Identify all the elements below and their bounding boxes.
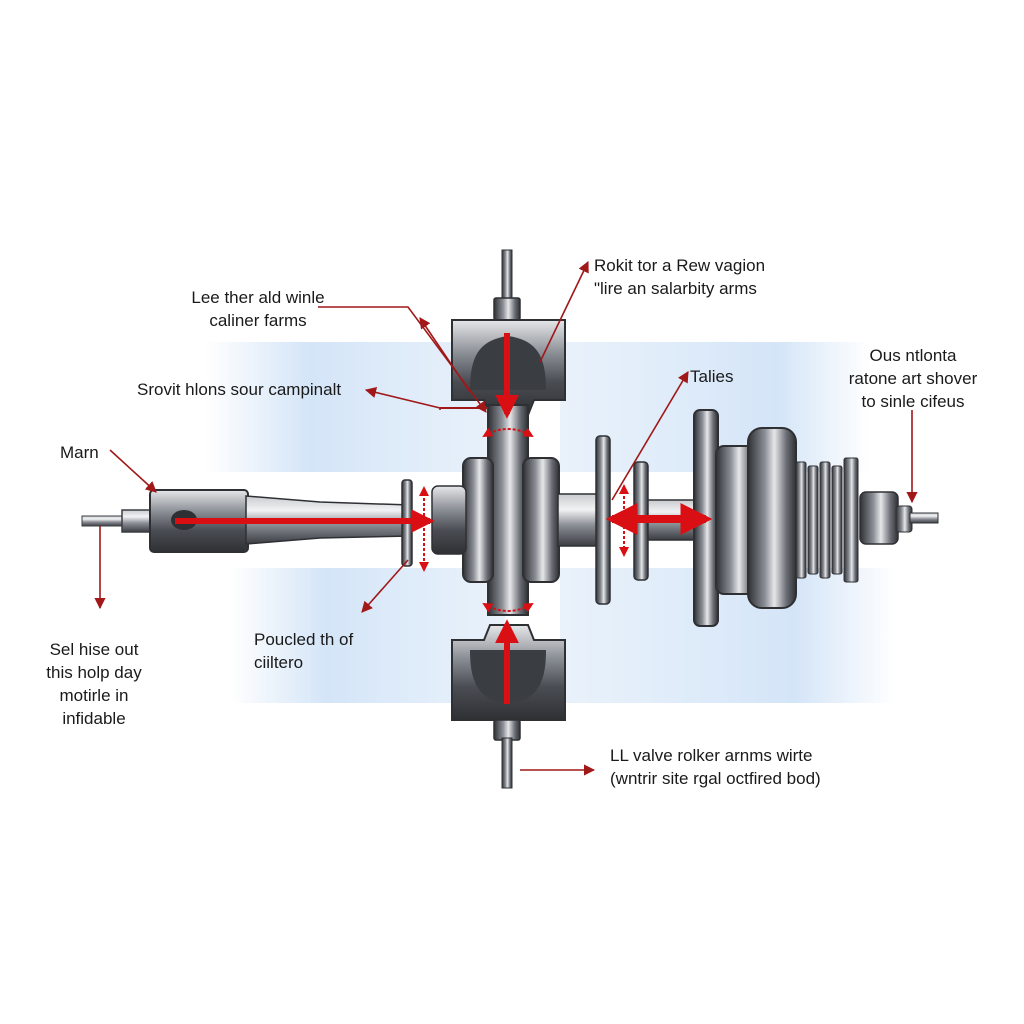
label-line: to sinle cifeus (861, 392, 965, 411)
label-line: caliner farms (209, 311, 307, 330)
bottom-nut (493, 719, 521, 741)
rocker-assembly (431, 249, 566, 789)
label-bottom-mid: Poucled th of ciiltero (254, 628, 353, 674)
label-line: infidable (62, 709, 126, 728)
label-top-left: Lee ther ald winle caliner farms (170, 286, 346, 332)
label-line: Marn (60, 443, 99, 462)
label-line: Ous ntlonta (869, 346, 957, 365)
label-line: Rokit tor a Rew vagion (594, 256, 766, 275)
label-line: Talies (690, 367, 734, 386)
leader-left (109, 449, 157, 493)
label-line: ciiltero (254, 653, 304, 672)
label-line: LL valve rolker arnms wirte (610, 746, 813, 765)
leader-lines (94, 260, 918, 776)
thread-ring (807, 465, 819, 575)
leader-top-center (539, 260, 589, 363)
right-connector-shaft (557, 493, 601, 547)
leader-bottom-mid (361, 559, 409, 613)
label-top-mid: Talies (690, 365, 733, 388)
label-line: (wntrir site rgal octfired bod) (610, 769, 821, 788)
left-shaft-collar (121, 509, 153, 533)
label-line: Sel hise out (49, 640, 139, 659)
thread-ring (843, 457, 859, 583)
label-right: Ous ntlonta ratone art shover to sinle c… (822, 344, 1004, 413)
label-line: this holp day (46, 663, 142, 682)
thread-ring (795, 461, 807, 579)
center-disc-left (462, 457, 494, 583)
label-top-center: Rokit tor a Rew vagion "lire an salarbit… (594, 254, 765, 300)
center-disc-right (522, 457, 560, 583)
bottom-stud (501, 737, 513, 789)
top-stud (501, 249, 513, 301)
center-hub-left (431, 485, 467, 555)
label-line: ratone art shover (848, 369, 978, 388)
threaded-section (795, 457, 859, 583)
label-left: Marn (60, 441, 99, 464)
leader-top-mid (611, 371, 689, 501)
pulley-drum (747, 427, 797, 609)
label-bottom-left: Sel hise out this holp day motirle in in… (26, 638, 162, 730)
label-line: "lire an salarbity arms (594, 279, 757, 298)
flow-arrows (175, 333, 713, 704)
left-shaft-tip (81, 515, 125, 527)
label-line: Lee ther ald winle (191, 288, 325, 307)
label-line: Poucled th of (254, 630, 354, 649)
end-tip (909, 512, 939, 524)
label-line: Srovit hlons sour campinalt (137, 380, 342, 399)
bottom-rotation-arrow (482, 602, 534, 613)
label-bottom: LL valve rolker arnms wirte (wntrir site… (610, 744, 821, 790)
thread-ring (831, 465, 843, 575)
top-rotation-arrow (482, 427, 534, 438)
end-cap (859, 491, 899, 545)
label-line: motirle in (59, 686, 129, 705)
right-washer-1 (595, 435, 611, 605)
thread-ring (819, 461, 831, 579)
label-mid-left: Srovit hlons sour campinalt (137, 378, 341, 401)
leader-top-left-2 (419, 317, 471, 393)
top-nut (493, 297, 521, 321)
